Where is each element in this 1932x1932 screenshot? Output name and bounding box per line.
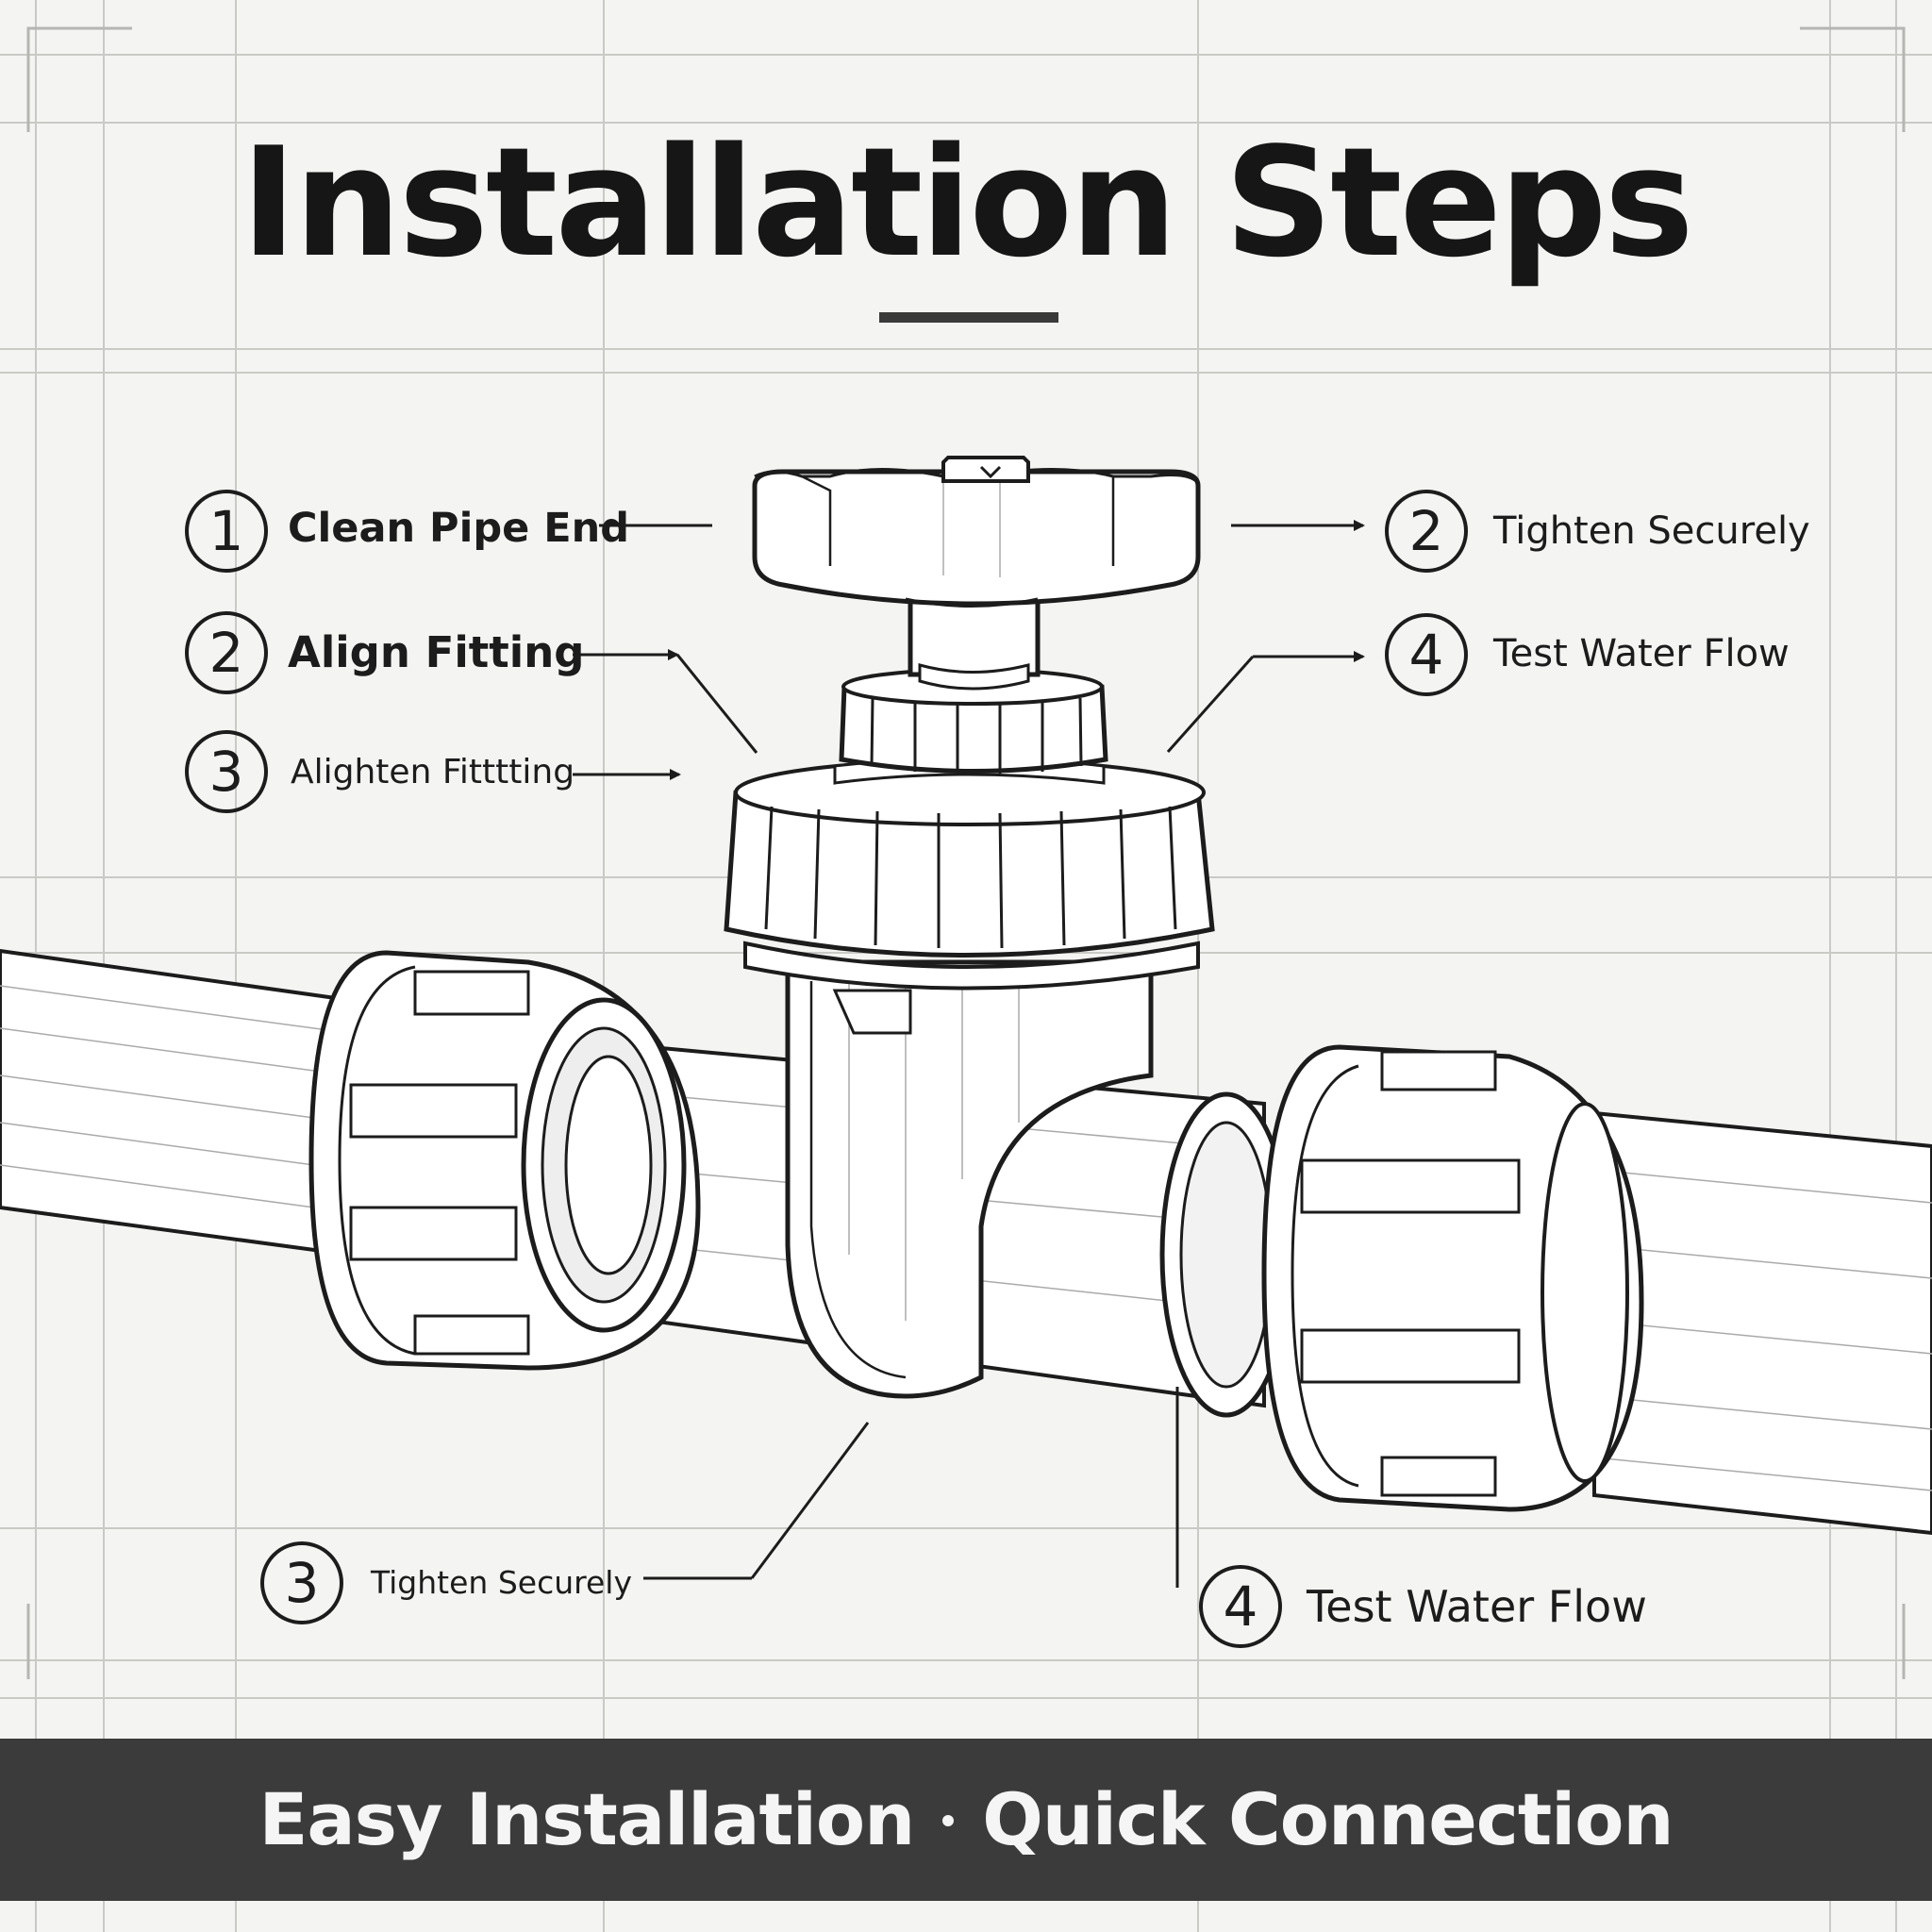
right-pipe bbox=[1592, 1110, 1932, 1536]
step-label-test-water-flow-bottom: Test Water Flow bbox=[1307, 1581, 1647, 1632]
banner-right-text: Quick Connection bbox=[982, 1777, 1674, 1861]
bottom-banner: Easy Installation Quick Connection bbox=[0, 1739, 1932, 1901]
callout-2-right-number: 2 bbox=[1409, 499, 1444, 563]
callout-4-bottom-number: 4 bbox=[1224, 1574, 1258, 1639]
callout-3-bottom-number: 3 bbox=[285, 1551, 320, 1615]
right-union-nut bbox=[1261, 1044, 1644, 1512]
left-pipe bbox=[0, 948, 351, 1257]
valve-body bbox=[785, 959, 1154, 1399]
bonnet-collar bbox=[724, 757, 1215, 991]
step-label-tighten-securely: Tighten Securely bbox=[1493, 509, 1810, 553]
step-label-align-fitting: Align Fitting bbox=[288, 627, 585, 677]
callout-2-right: 2 bbox=[1231, 490, 1468, 573]
banner-left-text: Easy Installation bbox=[258, 1777, 915, 1861]
callout-3-bottom: 3 bbox=[260, 1422, 870, 1624]
page-title: Installation Steps bbox=[241, 114, 1694, 291]
callout-4-right: 4 bbox=[1166, 613, 1468, 753]
callout-4-bottom: 4 bbox=[1175, 1387, 1282, 1648]
left-union-nut bbox=[308, 950, 701, 1371]
step-label-alighten-fitting: Alighten Fitttting bbox=[291, 753, 575, 791]
callout-3: 3 bbox=[185, 730, 681, 813]
step-label-tighten-securely-bottom: Tighten Securely bbox=[371, 1564, 632, 1601]
callout-3-number: 3 bbox=[209, 740, 244, 804]
bullet-separator-icon bbox=[942, 1815, 955, 1826]
callout-2-number: 2 bbox=[209, 621, 244, 685]
step-label-test-water-flow: Test Water Flow bbox=[1493, 632, 1790, 675]
handwheel bbox=[752, 456, 1201, 608]
valve-stem bbox=[908, 596, 1041, 691]
step-label-clean-pipe-end: Clean Pipe End bbox=[288, 505, 629, 552]
banner-text: Easy Installation Quick Connection bbox=[0, 1739, 1932, 1901]
callout-1-number: 1 bbox=[209, 499, 244, 563]
title-underline bbox=[879, 312, 1058, 323]
callout-4-right-number: 4 bbox=[1409, 623, 1444, 687]
callout-2: 2 bbox=[185, 611, 758, 754]
callout-1: 1 bbox=[185, 490, 712, 573]
